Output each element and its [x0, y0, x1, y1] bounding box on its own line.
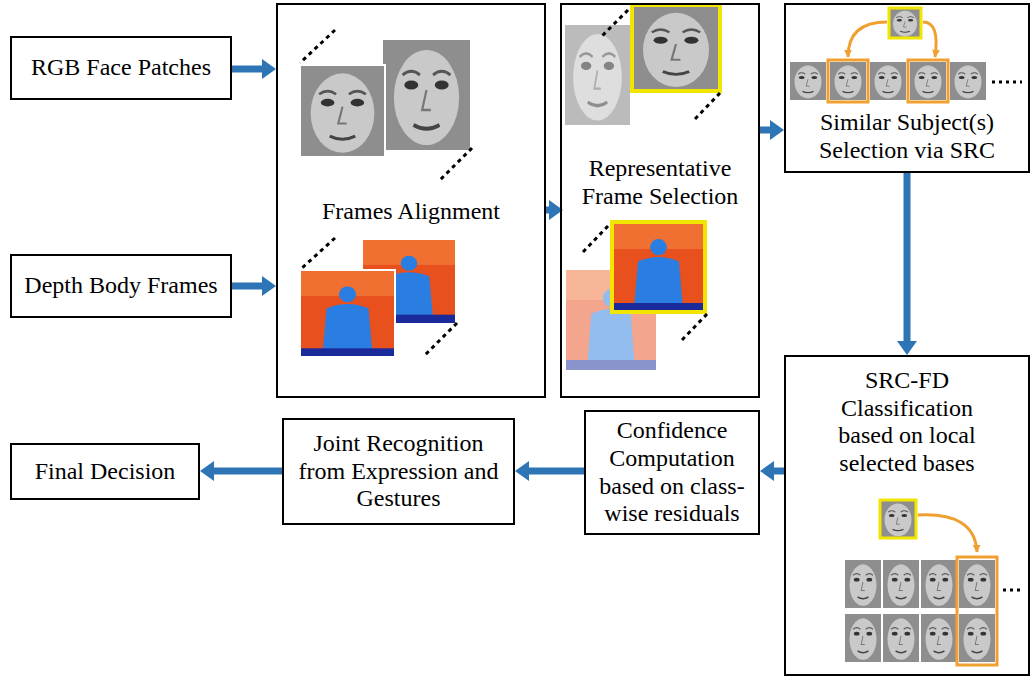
class-grid [845, 500, 1024, 665]
match-arrow [923, 22, 936, 57]
stack-dash [440, 148, 472, 180]
continuation-dots [1003, 589, 1024, 592]
node-label: Joint Recognition from Expression and Ge… [288, 430, 509, 513]
query-face [889, 8, 921, 38]
process-box: SRC-FD Classification based on local sel… [784, 355, 1030, 676]
face-patch [845, 560, 881, 608]
flow-arrow [232, 66, 266, 73]
process-box: Confidence Computation based on class-wi… [584, 410, 760, 535]
process-box: Joint Recognition from Expression and Ge… [282, 418, 515, 525]
face-patch [632, 5, 720, 91]
node-label: Confidence Computation based on class-wi… [590, 417, 754, 527]
stack-dash [425, 323, 457, 355]
flow-arrow [760, 127, 774, 134]
face-stack [300, 30, 472, 180]
depth-stack [300, 238, 457, 357]
depth-frame [612, 222, 705, 312]
stack-dash [583, 226, 608, 252]
face-patch [921, 614, 957, 662]
stack-dash [600, 10, 628, 38]
node-label: SRC-FD Classification based on local sel… [817, 367, 997, 477]
face-patch [300, 65, 385, 157]
face-patch [883, 614, 919, 662]
face-patch [383, 40, 470, 150]
match-arrow [918, 515, 977, 552]
continuation-dots [992, 81, 1022, 84]
stack-dash [694, 93, 720, 120]
face-patch [565, 25, 630, 125]
flow-arrow [546, 207, 553, 214]
face-patch [845, 614, 881, 662]
face-patch [959, 560, 995, 608]
face-patch [883, 560, 919, 608]
frame-border [300, 270, 395, 357]
process-box: Frames Alignment [276, 3, 546, 398]
depth-frame [300, 270, 395, 357]
face-patch [830, 62, 866, 100]
node-label: Representative Frame Selection [566, 155, 754, 210]
input-box: RGB Face Patches [10, 36, 232, 100]
node-label: RGB Face Patches [31, 54, 211, 82]
stack-dash [300, 30, 335, 63]
subject-strip [790, 8, 1022, 102]
node-label: Final Decision [35, 458, 176, 486]
match-arrow [848, 22, 887, 57]
node-label: Similar Subject(s) Selection via SRC [790, 109, 1024, 164]
face-patch [910, 62, 946, 100]
selection-highlight [632, 5, 720, 91]
patch-border [300, 65, 385, 157]
match-highlight [828, 60, 868, 102]
face-patch [870, 62, 906, 100]
match-highlight [957, 557, 997, 665]
match-highlight [908, 60, 948, 102]
flow-arrow [232, 283, 266, 290]
node-label: Depth Body Frames [24, 272, 217, 300]
stack-dash [682, 314, 707, 340]
flow-arrow [770, 468, 784, 475]
node-label: Frames Alignment [322, 198, 500, 226]
face-patch [921, 560, 957, 608]
selected-depth-stack [566, 222, 707, 370]
flow-arrow [210, 468, 282, 475]
query-highlight [889, 8, 921, 38]
query-face [880, 500, 916, 538]
selected-face-stack [565, 5, 720, 125]
face-patch [959, 614, 995, 662]
stack-dash [302, 238, 335, 268]
face-patch [950, 62, 986, 100]
process-box: Representative Frame Selection [560, 3, 760, 398]
query-highlight [880, 500, 916, 538]
face-patch [790, 62, 826, 100]
flow-arrow [525, 468, 584, 475]
selection-highlight [612, 222, 705, 312]
output-box: Final Decision [10, 443, 200, 500]
process-box: Similar Subject(s) Selection via SRC [784, 3, 1030, 173]
flow-arrow [904, 173, 911, 345]
input-box: Depth Body Frames [10, 254, 232, 318]
